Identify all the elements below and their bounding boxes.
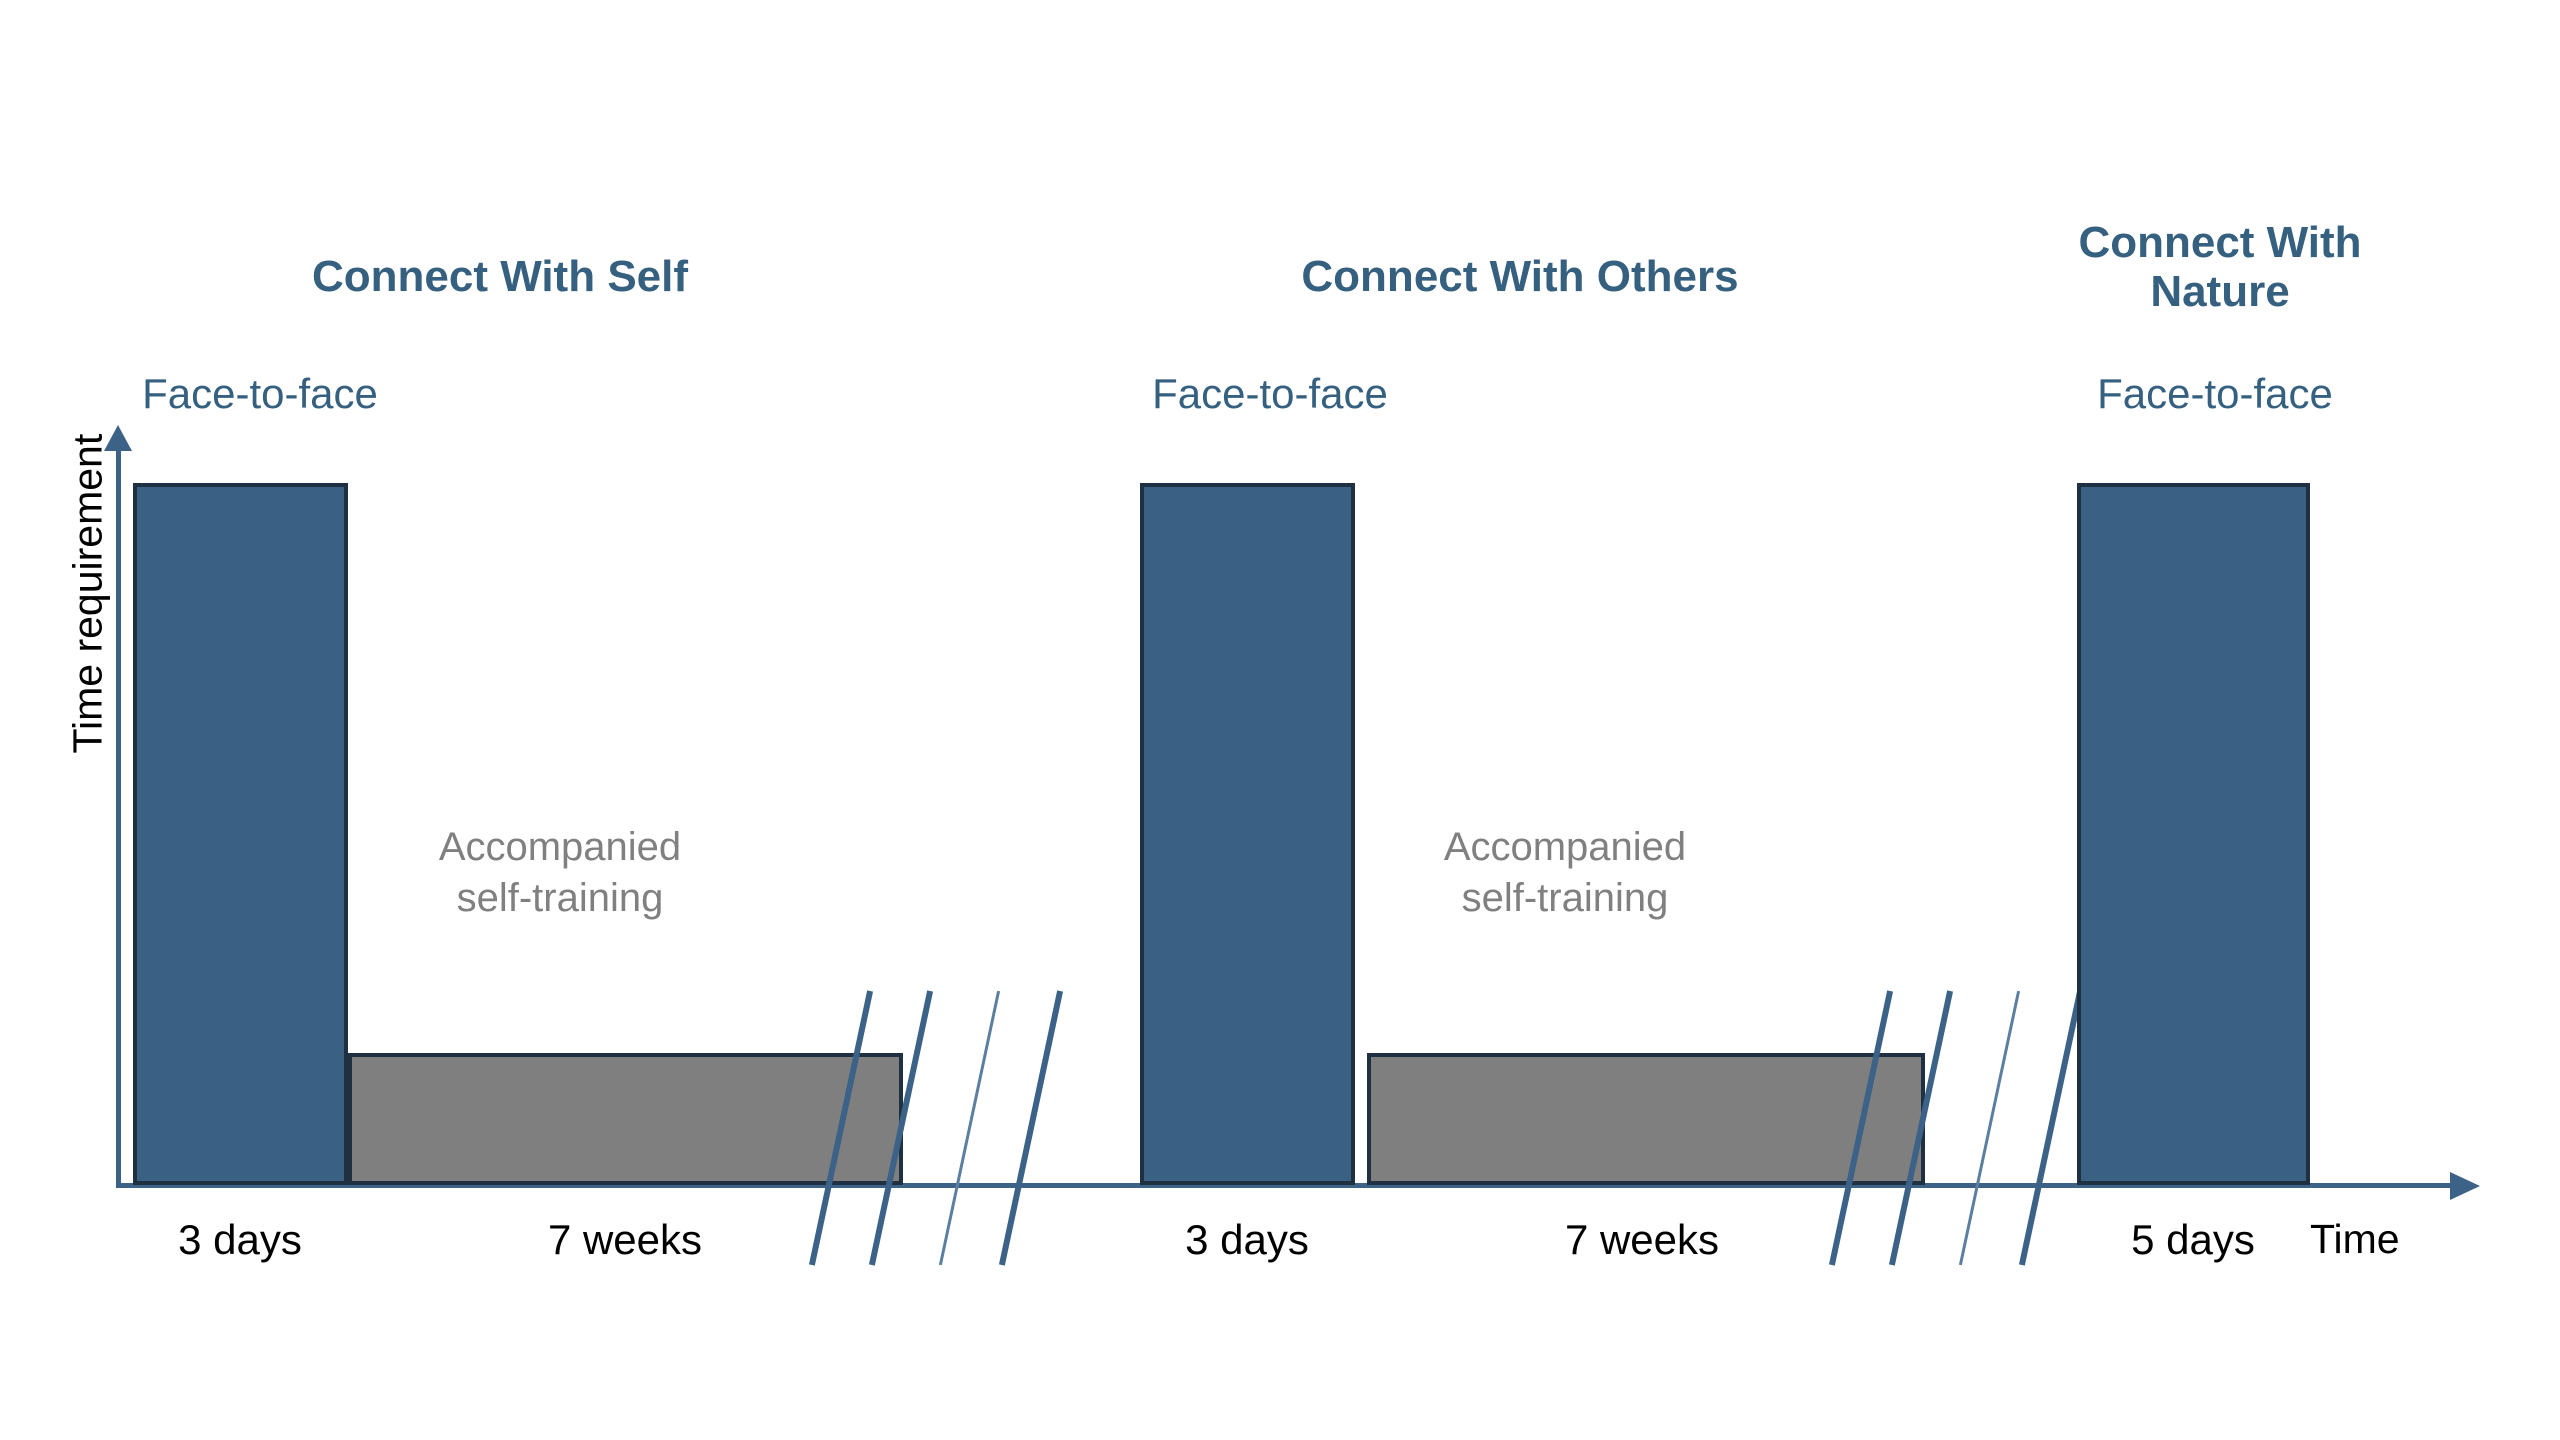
y-axis-line xyxy=(116,446,121,1188)
bar-self-training-self xyxy=(348,1053,903,1185)
group-title-connect-with-nature: Connect With Nature xyxy=(1990,218,2450,317)
self-training-label-others-line1: Accompanied xyxy=(1443,825,1687,869)
axis-break-mark-2a xyxy=(938,990,1001,1266)
bar-self-training-others xyxy=(1367,1053,1925,1185)
y-axis-label: Time requirement xyxy=(64,433,111,754)
self-training-label-self: Accompanied self-training xyxy=(375,822,745,924)
face-to-face-label-nature: Face-to-face xyxy=(2097,370,2333,417)
group-title-nature-line2: Nature xyxy=(2150,267,2290,317)
x-axis-label: Time xyxy=(2310,1216,2400,1262)
tick-label-self-self-training: 7 weeks xyxy=(547,1216,703,1263)
self-training-label-self-line1: Accompanied xyxy=(438,825,682,869)
face-to-face-label-others: Face-to-face xyxy=(1152,370,1388,417)
axis-break-mark-2b xyxy=(998,990,1064,1266)
axis-break-mark-4a xyxy=(1958,990,2021,1266)
bar-face-to-face-self xyxy=(133,483,348,1185)
x-axis-arrowhead-icon xyxy=(2450,1172,2480,1200)
bar-face-to-face-others xyxy=(1140,483,1355,1185)
self-training-label-others-line2: self-training xyxy=(1461,876,1669,921)
tick-label-others-self-training: 7 weeks xyxy=(1564,1216,1720,1263)
self-training-label-others: Accompanied self-training xyxy=(1380,822,1750,924)
bar-face-to-face-nature xyxy=(2077,483,2310,1185)
group-title-nature-line1: Connect With xyxy=(2078,218,2362,267)
group-title-connect-with-others: Connect With Others xyxy=(1301,252,1739,301)
group-title-connect-with-self: Connect With Self xyxy=(311,252,689,301)
tick-label-nature-face-to-face: 5 days xyxy=(2131,1216,2255,1263)
x-axis-line xyxy=(116,1183,2456,1188)
y-axis-arrowhead-icon xyxy=(104,425,132,451)
tick-label-others-face-to-face: 3 days xyxy=(1185,1216,1309,1263)
face-to-face-label-self: Face-to-face xyxy=(142,370,378,417)
tick-label-self-face-to-face: 3 days xyxy=(178,1216,302,1263)
self-training-label-self-line2: self-training xyxy=(456,876,664,921)
